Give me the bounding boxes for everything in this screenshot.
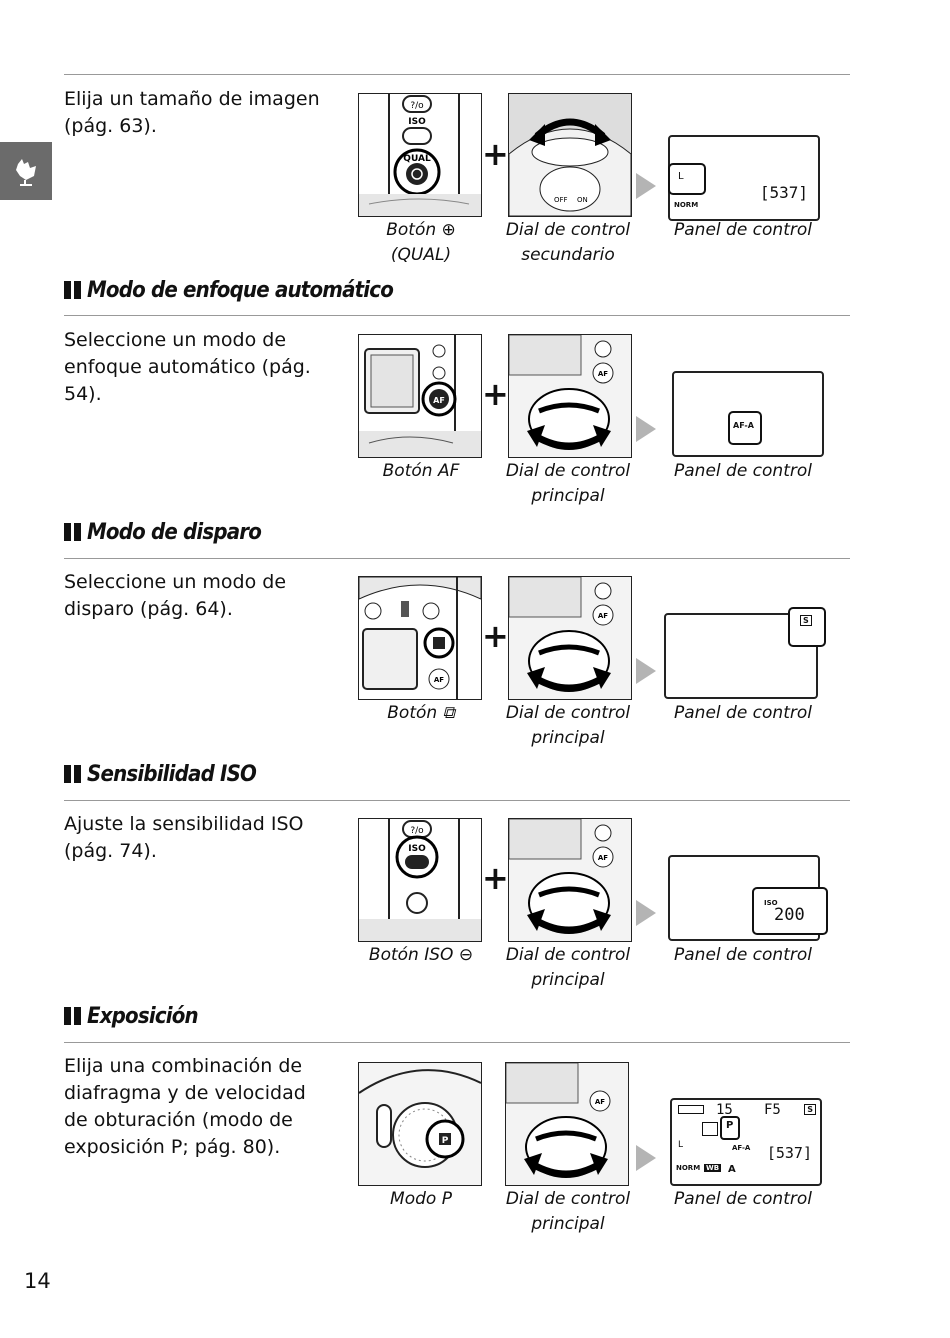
release-mode-highlight: S [788,607,826,647]
svg-text:P: P [442,1136,449,1146]
battery-icon [678,1105,704,1114]
plus-sign: + [482,375,509,413]
section-description: Ajuste la sensibilidad ISO (pág. 74). [64,813,304,862]
main-command-dial-illustration: AF [508,334,632,458]
caption: Botón ISO ⊖ [368,945,474,965]
svg-text:AF: AF [598,370,608,378]
metering-icon [702,1122,718,1136]
section-divider [64,558,850,559]
caption: Panel de control [674,945,812,965]
svg-text:AF: AF [434,676,444,684]
control-panel-display: AF-A [672,371,824,457]
section-description: Seleccione un modo de enfoque automático… [64,329,311,405]
caption: Panel de control [674,220,812,240]
exposure-mode-highlight: P [720,1116,740,1140]
svg-text:ISO: ISO [408,844,426,854]
svg-text:QUAL: QUAL [403,154,431,164]
result-arrow [636,416,656,442]
section-heading: Modo de enfoque automático [64,278,394,303]
section-divider [64,315,850,316]
svg-text:AF: AF [595,1098,605,1106]
main-command-dial-illustration: AF [505,1062,629,1186]
caption: Dial de control principal [505,945,631,990]
mode-dial-illustration: P [358,1062,482,1186]
section-divider [64,800,850,801]
caption: Panel de control [674,461,812,481]
section-divider [64,74,850,75]
svg-text:?/o: ?/o [410,826,424,836]
plus-sign: + [482,859,509,897]
control-panel-display: ISO 200 [668,855,828,941]
svg-text:AF: AF [598,854,608,862]
caption: Dial de control principal [505,1189,631,1234]
control-panel-display: 15 F5 S L P AF-A NORM WB A [537] [670,1098,822,1186]
sub-command-dial-illustration: OFF ON [508,93,632,217]
caption: Dial de control principal [505,703,631,748]
control-panel-display: L NORM [537] [668,135,820,221]
section-divider [64,1042,850,1043]
svg-text:AF: AF [598,612,608,620]
chapter-tab [0,142,52,200]
svg-text:ISO: ISO [408,117,426,127]
section-heading: Modo de disparo [64,520,262,545]
svg-text:OFF: OFF [554,196,568,204]
result-arrow [636,1145,656,1171]
svg-text:?/o: ?/o [410,101,424,111]
caption: Panel de control [674,1189,812,1209]
camera-qual-button-illustration: ?/o ISO QUAL [358,93,482,217]
result-arrow [636,900,656,926]
control-panel-display: S [664,607,826,699]
plus-sign: + [482,617,509,655]
plus-sign: + [482,135,509,173]
caption: Panel de control [674,703,812,723]
page-number: 14 [24,1269,51,1293]
caption: Dial de control principal [505,461,631,506]
main-command-dial-illustration: AF [508,576,632,700]
result-arrow [636,173,656,199]
rooster-icon [16,159,36,186]
camera-release-button-illustration: AF [358,576,482,700]
svg-text:ON: ON [577,196,588,204]
result-arrow [636,658,656,684]
section-heading: Sensibilidad ISO [64,762,257,787]
caption: Botón ⊕ (QUAL) [386,220,456,265]
main-command-dial-illustration: AF [508,818,632,942]
section-description: Seleccione un modo de disparo (pág. 64). [64,571,287,620]
af-mode-highlight: AF-A [728,411,762,445]
section-heading: Exposición [64,1004,199,1029]
iso-highlight: ISO 200 [752,887,828,935]
caption: Dial de control secundario [505,220,631,265]
caption: Botón ⧉ [387,703,455,723]
size-highlight: L [668,163,706,195]
section-description: Elija una combinación de diafragma y de … [64,1055,306,1158]
svg-text:AF: AF [433,396,445,405]
caption: Modo P [390,1189,452,1209]
section-description: Elija un tamaño de imagen (pág. 63). [64,88,320,137]
caption: Botón AF [382,461,460,481]
camera-iso-button-illustration: ?/o ISO [358,818,482,942]
camera-af-button-illustration: AF [358,334,482,458]
